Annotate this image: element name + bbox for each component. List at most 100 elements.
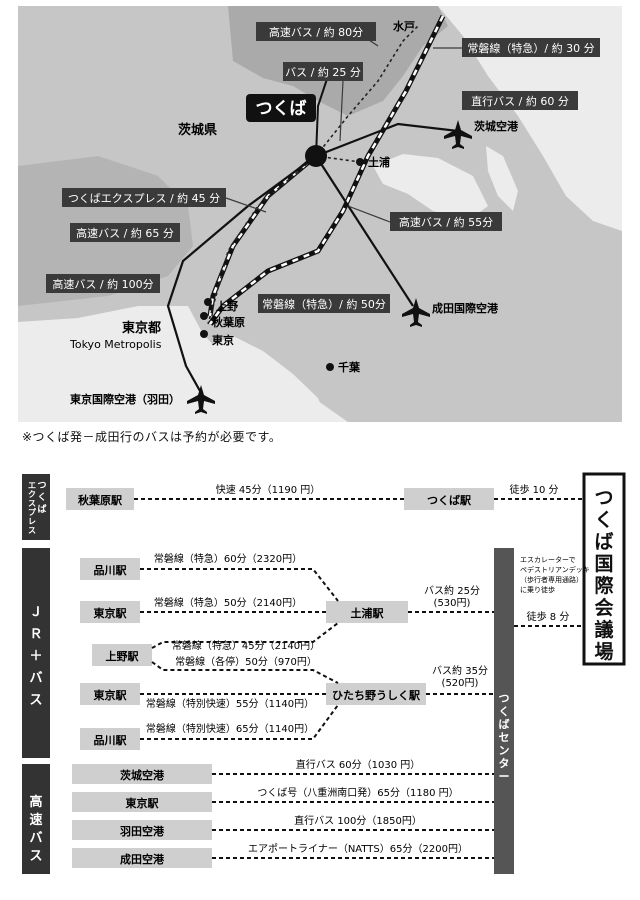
station-shinagawa-2-label: 品川駅 <box>94 734 127 747</box>
route-labels: 高速バス / 約 80分 常磐線（特急）/ 約 30 分 バス / 約 25 分… <box>46 22 600 313</box>
leg-haneda-bus: 直行バス 100分（1850円） <box>294 814 422 827</box>
tsukuba-center-char: つ <box>499 692 510 705</box>
escalator-note-4: に乗り徒歩 <box>520 585 555 594</box>
access-map: つくば 茨城県 水戸 土浦 上野 秋葉原 東京 東京都 Tokyo Metrop… <box>18 6 622 422</box>
walk10-leg: 徒歩 10 分 <box>509 483 558 496</box>
tsuchiura-label: 土浦 <box>368 155 390 169</box>
route-label-bus-narita: 高速バス / 約 55分 <box>399 215 493 229</box>
tsukuba-center-char: ン <box>499 744 510 757</box>
station-ueno <box>92 644 152 666</box>
tokyo-station-marker <box>200 330 208 338</box>
station-hitachino <box>326 683 426 705</box>
group-label-tx-char: レ <box>28 517 36 526</box>
ibaraki-label: 茨城県 <box>178 122 217 138</box>
leg-bus25: バス約 25分 <box>424 584 480 597</box>
route-label-bus-25: バス / 約 25 分 <box>285 65 361 79</box>
leg-tokyo-joban: 常磐線（特急）50分（2140円） <box>154 596 302 609</box>
destination-char: 際 <box>594 574 614 597</box>
tokyo-bay <box>208 336 328 422</box>
station-narita-label: 成田空港 <box>120 852 165 866</box>
haneda-airport-label: 東京国際空港（羽田） <box>70 392 180 406</box>
ueno-marker <box>204 298 212 306</box>
route-label-joban-tokyo: 常磐線（特急）/ 約 50分 <box>262 297 386 311</box>
group-label-tx-char: く <box>37 492 46 503</box>
destination-char: つ <box>594 487 613 509</box>
destination-char: 会 <box>594 596 613 619</box>
narita-airport-label: 成田国際空港 <box>432 301 499 315</box>
tsukuba-callout <box>246 94 316 122</box>
group-label-jr-bg <box>22 548 50 758</box>
group-label-tx-char: エ <box>28 481 36 490</box>
leg-tokyo-bus: つくば号（八重洲南口発）65分（1180 円） <box>257 786 458 799</box>
ueno-label: 上野 <box>216 299 238 313</box>
destination-char: 国 <box>594 553 613 575</box>
group-label-tx-char: プ <box>28 507 37 517</box>
station-tsukuba-label: つくば駅 <box>427 493 471 507</box>
group-label-jr-char: バ <box>29 671 42 686</box>
airplane-icon <box>402 298 430 327</box>
chiba-marker <box>326 363 334 371</box>
tsukuba-center-bar <box>494 548 514 874</box>
station-tokyo-1-label: 東京駅 <box>94 606 127 620</box>
station-ibaraki-airport-label: 茨城空港 <box>120 768 165 782</box>
group-label-tx-char: ク <box>28 489 36 499</box>
station-shinagawa-1-label: 品川駅 <box>94 564 127 577</box>
escalator-note-2: ペデストリアンデッキ <box>520 565 590 574</box>
leg-tokyo-rapid: 常磐線（特別快速）55分（1140円） <box>146 697 314 710</box>
kasumigaura-lake <box>373 154 488 221</box>
leg-ibaraki-bus: 直行バス 60分（1030 円） <box>296 758 421 771</box>
destination-char: 場 <box>594 641 613 663</box>
tsukuba-label: つくば <box>256 99 307 119</box>
group-label-tx-char: ス <box>28 526 36 535</box>
tsuchiura-marker <box>356 158 364 166</box>
tokyo-metro-label: 東京都 <box>122 320 161 336</box>
station-ibaraki-airport <box>72 764 212 784</box>
station-narita <box>72 848 212 868</box>
destination-char: ば <box>594 531 613 553</box>
tx-leg: 快速 45分（1190 円） <box>216 484 321 496</box>
station-shinagawa-2 <box>80 728 140 750</box>
destination-box <box>582 472 626 666</box>
leg-ueno-local: 常磐線（各停）50分（970円） <box>175 655 317 668</box>
route-label-bus-haneda: 高速バス / 約 100分 <box>52 277 153 291</box>
leg-shinagawa-rapid: 常磐線（特別快速）65分（1140円） <box>146 722 314 735</box>
station-tsuchiura-label: 土浦駅 <box>351 606 384 620</box>
route-label-bus-ibaraki-airport: 直行バス / 約 60 分 <box>471 94 569 108</box>
station-hitachino-label: ひたち野うしく駅 <box>332 689 420 702</box>
station-shinagawa-1 <box>80 558 140 580</box>
ibaraki-airport-label: 茨城空港 <box>474 119 519 133</box>
bus-lines <box>212 773 494 859</box>
station-tokyo-2-label: 東京駅 <box>94 688 127 702</box>
escalator-note-1: エスカレーターで <box>520 555 576 564</box>
airplane-icon <box>444 120 472 149</box>
station-tokyo-2 <box>80 683 140 705</box>
group-label-jr-char: Ｊ <box>29 605 42 620</box>
jr-lines <box>140 568 584 740</box>
group-label-tx-char: ば <box>37 503 46 515</box>
tsukuba-center-char: セ <box>499 731 510 744</box>
group-label-bus-char: ス <box>29 849 42 864</box>
group-label-bus-char: 速 <box>29 812 42 828</box>
route-label-bus-tokyo: 高速バス / 約 65 分 <box>76 226 174 240</box>
destination-char: く <box>594 509 613 531</box>
group-label-tx-bg <box>22 474 50 540</box>
tsukuba-center-char: ー <box>499 770 510 783</box>
group-label-tx-char: ス <box>28 499 36 508</box>
mito-label: 水戸 <box>393 19 415 33</box>
tsukuba-center-char: ば <box>499 717 510 731</box>
leg-shinagawa-joban: 常磐線（特急）60分（2320円） <box>154 552 302 565</box>
group-label-tx-char: つ <box>37 481 46 491</box>
leg-bus35-fare: (520円) <box>442 678 479 689</box>
route-label-joban-mito: 常磐線（特急）/ 約 30 分 <box>467 41 594 55</box>
station-tokyo-bus <box>72 792 212 812</box>
group-label-bus-char: 高 <box>29 794 42 810</box>
tokyo-metro-en-label: Tokyo Metropolis <box>69 338 162 351</box>
group-label-bus-char: バ <box>29 831 42 846</box>
tsukuba-center-char: タ <box>499 757 510 770</box>
akihabara-marker <box>200 312 208 320</box>
chiba-label: 千葉 <box>338 360 361 374</box>
station-akihabara-label: 秋葉原駅 <box>78 493 122 507</box>
station-akihabara <box>66 488 134 510</box>
